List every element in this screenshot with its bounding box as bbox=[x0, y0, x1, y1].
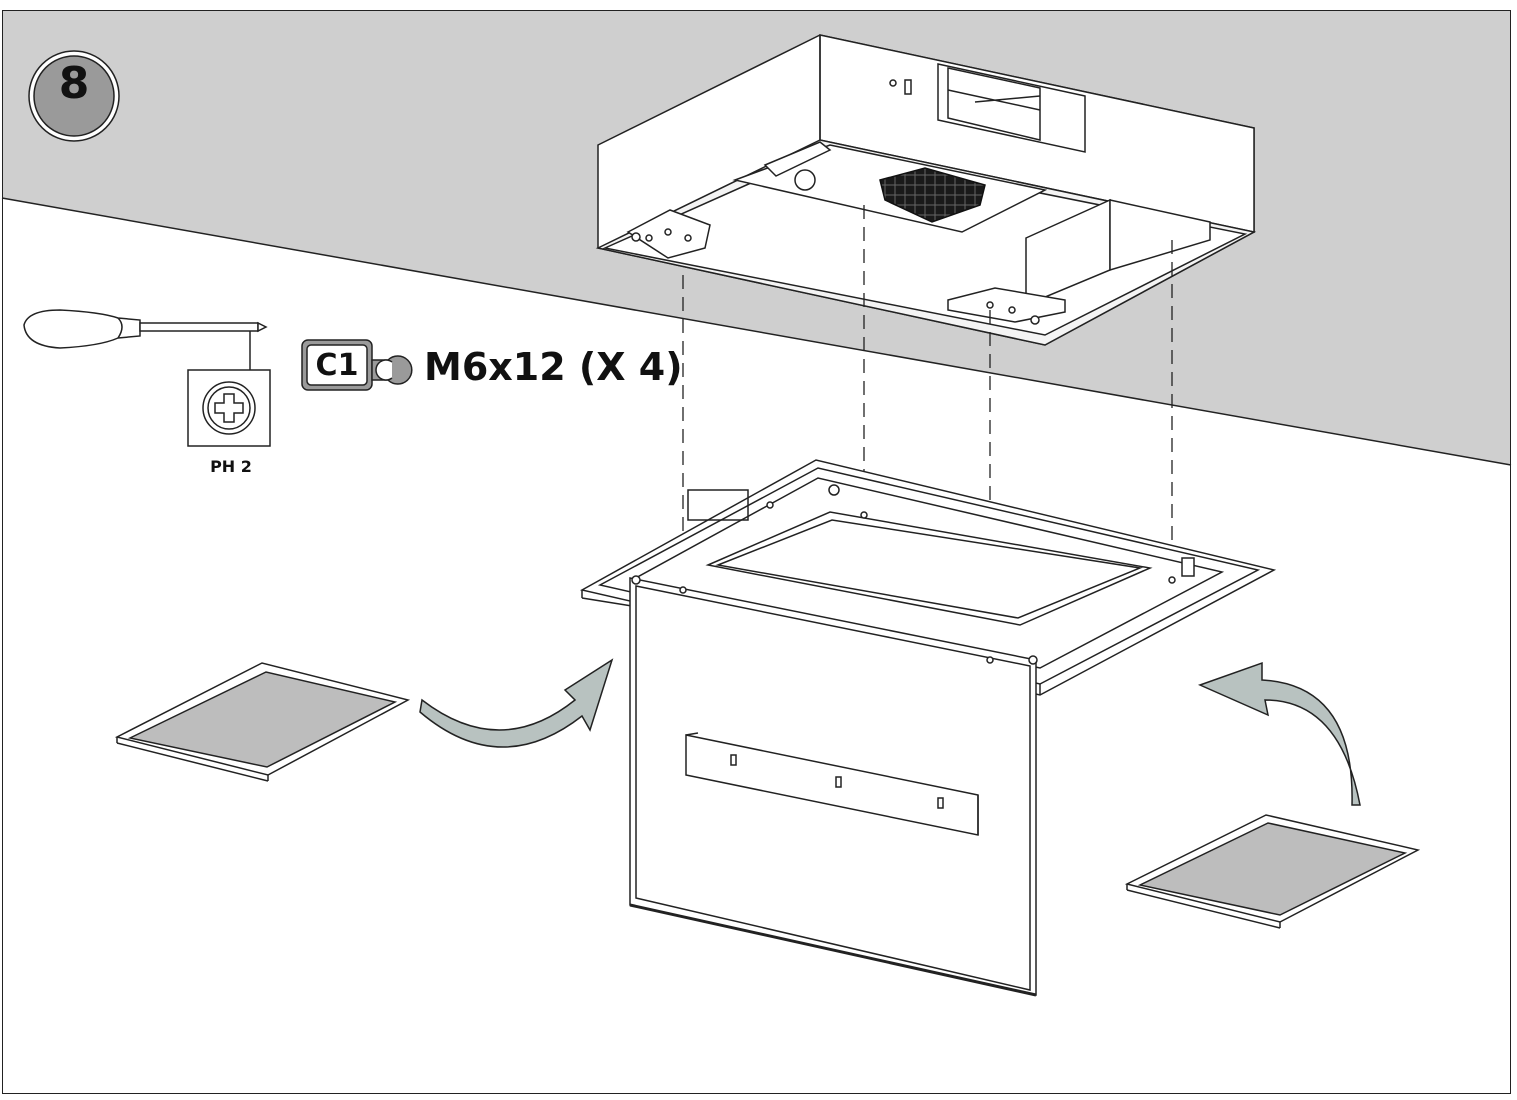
grease-filter-right bbox=[1124, 814, 1421, 929]
arrow-right-icon bbox=[1197, 661, 1361, 806]
phillips-bit-icon bbox=[187, 369, 271, 447]
lower-frame bbox=[579, 459, 1277, 997]
grease-filter-left bbox=[114, 662, 411, 782]
screw-spec-label: M6x12 (X 4) bbox=[424, 345, 683, 389]
bit-size-label: PH 2 bbox=[210, 457, 252, 476]
fastener-code-icon bbox=[301, 339, 413, 391]
fastener-code-label: C1 bbox=[315, 348, 359, 383]
screwdriver-icon bbox=[23, 309, 268, 370]
step-badge-icon bbox=[28, 50, 120, 142]
hood-body bbox=[595, 34, 1257, 346]
arrow-left-icon bbox=[419, 658, 614, 748]
page-frame bbox=[2, 10, 1511, 1094]
step-number: 8 bbox=[58, 58, 90, 109]
